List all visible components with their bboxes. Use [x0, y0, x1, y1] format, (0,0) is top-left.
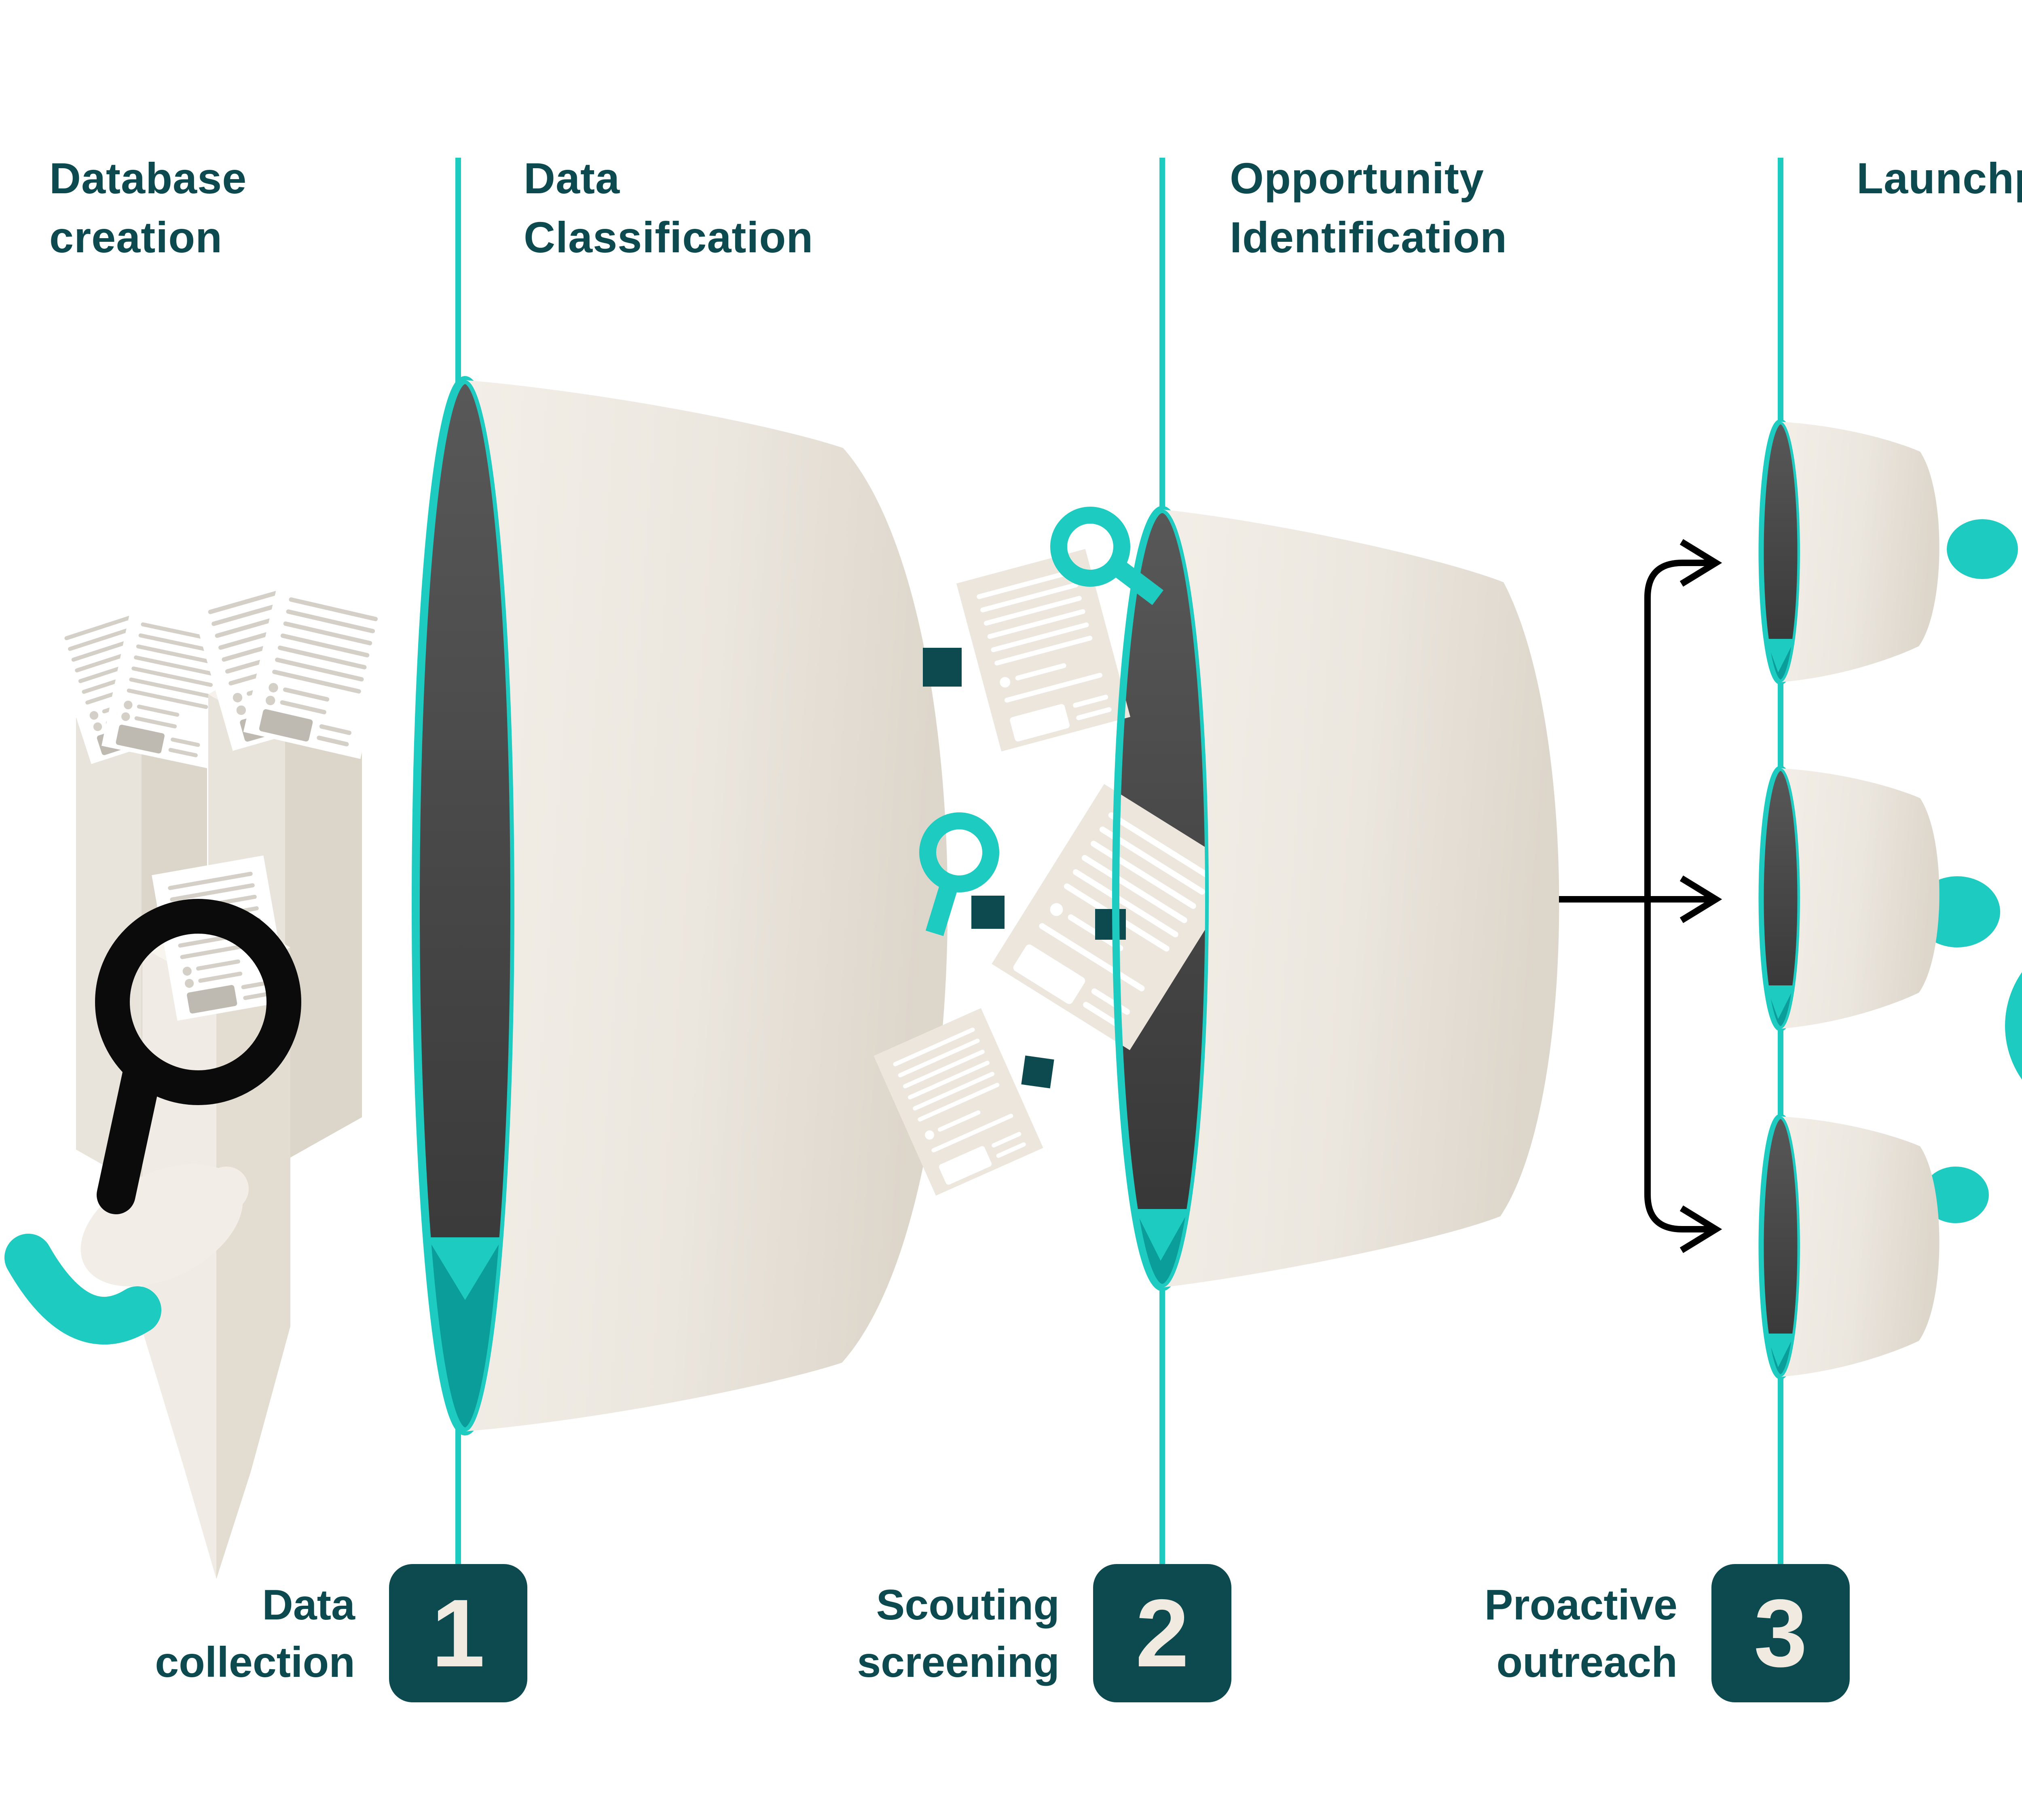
step-1-badge: 1: [389, 1564, 527, 1702]
paper-stacks: [47, 567, 396, 1579]
stage-1-title-line2: creation: [49, 213, 223, 262]
stage-4-title: Launchpad: [1857, 149, 2022, 208]
mini-funnel-3: [1761, 1116, 1940, 1378]
step-3-label: Proactive outreach: [1484, 1581, 1677, 1686]
search-hand: [4, 899, 301, 1345]
stage-2-title-line2: Classification: [524, 213, 814, 262]
funnel-stage-1: [412, 376, 948, 1435]
step-1-label: Data collection: [155, 1581, 355, 1686]
data-chips: [923, 648, 1126, 1089]
arrow-head: [1679, 539, 1722, 587]
arrow-head: [1679, 875, 1722, 923]
sleeve-arc: [4, 1234, 161, 1345]
stage-3-title-line1: Opportunity: [1230, 154, 1484, 203]
stage-3-title: Opportunity Identification: [1230, 149, 1507, 267]
split-arrows: [1559, 539, 1722, 1253]
stage-2-title: Data Classification: [524, 149, 813, 267]
stage-4-title-line1: Launchpad: [1857, 154, 2022, 203]
funnel-stage-2: [1112, 506, 1559, 1291]
step-2-label: Scouting screening: [857, 1581, 1060, 1686]
step-3-badge: 3: [1711, 1564, 1850, 1702]
step-2-badge: 2: [1093, 1564, 1231, 1702]
magnifier-icon: [95, 899, 301, 1214]
mini-funnel-1: [1761, 422, 1940, 683]
stage-1-title: Database creation: [49, 149, 247, 267]
stage-2-title-line1: Data: [524, 154, 620, 203]
mini-funnel-2: [1761, 768, 1940, 1029]
screened-documents: [874, 507, 1242, 1196]
stage-1-title-line1: Database: [49, 154, 247, 203]
stage-3-title-line2: Identification: [1230, 213, 1507, 262]
arrow-head: [1679, 1205, 1722, 1253]
